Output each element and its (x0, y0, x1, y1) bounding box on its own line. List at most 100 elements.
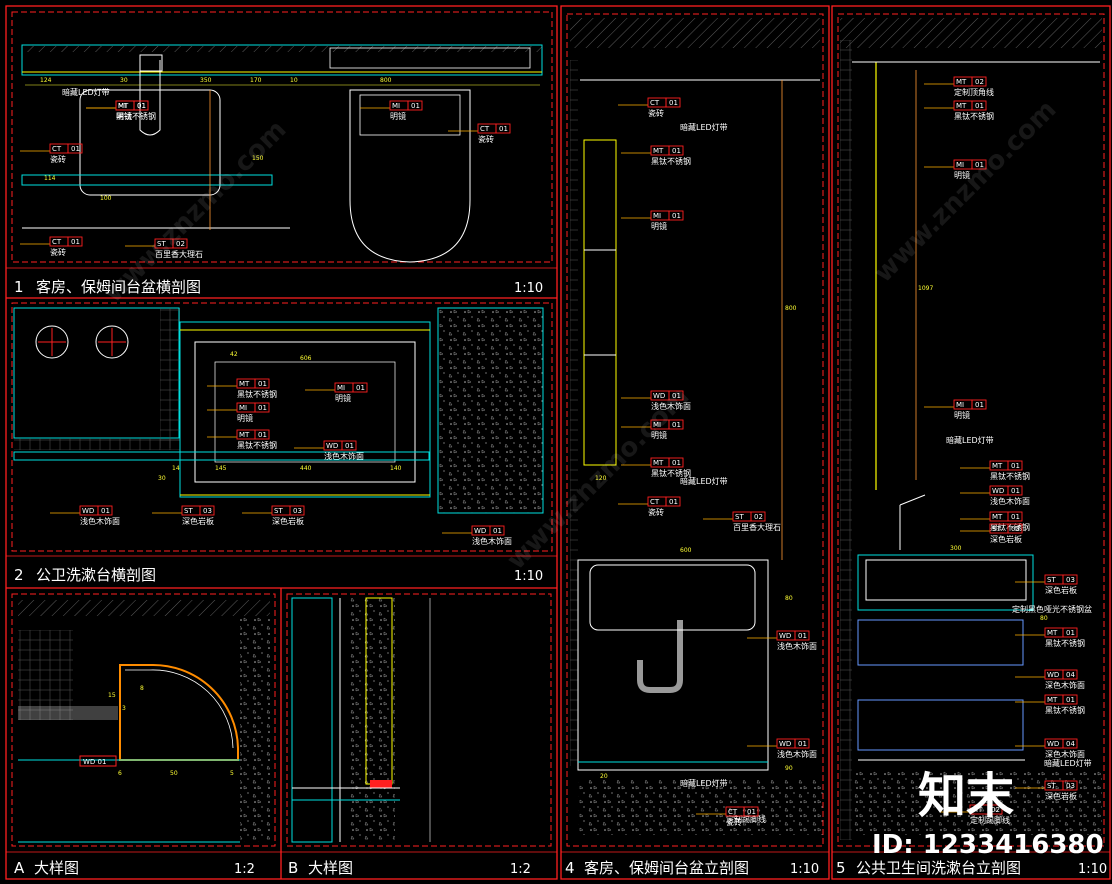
callout-material: 瓷砖 (50, 154, 66, 164)
callout-material: 浅色木饰面 (651, 401, 691, 411)
callout-number: 01 (137, 102, 146, 110)
callout-number: 03 (293, 507, 302, 515)
callout-code: WD (653, 392, 665, 400)
panel-number: 2 (14, 566, 24, 584)
callout-code: ST (735, 513, 744, 521)
callout-number: 03 (203, 507, 212, 515)
panel-4-drawing: 20 800 600 120 80 90 暗藏LED灯带 暗藏LED灯带 暗藏L… (570, 18, 823, 835)
callout-material: 深色木饰面 (1045, 749, 1085, 759)
panel-5-drawing: 1097 300 80 暗藏LED灯带 暗藏LED灯带 定制黑色哑光不锈钢盆 (840, 18, 1102, 840)
callout-code: ST (992, 525, 1001, 533)
panel-title: 公卫洗漱台横剖图 (36, 566, 156, 584)
dim-text: 80 (1040, 615, 1048, 622)
dim-text: 124 (40, 77, 52, 84)
dim-text: 606 (300, 355, 312, 362)
callout-code: MT (1047, 629, 1058, 637)
callout-code: ST (157, 240, 166, 248)
dim-text: 800 (380, 77, 392, 84)
panel-scale: 1:2 (510, 862, 531, 877)
callout-number: 01 (258, 431, 267, 439)
callout-code: MT (992, 462, 1003, 470)
callout-material: 明镜 (651, 430, 667, 440)
callout-material: 浅色木饰面 (777, 641, 817, 651)
callout-material: 黑钛不锈钢 (651, 468, 691, 478)
note-led: 暗藏LED灯带 (680, 778, 728, 788)
callout-number: 01 (672, 212, 681, 220)
callout-code: WD (992, 487, 1004, 495)
callout-material: 浅色木饰面 (324, 451, 364, 461)
callout-code: WD (1047, 671, 1059, 679)
panel-number: 4 (565, 859, 575, 877)
callout-number: 01 (798, 632, 807, 640)
callout-material: 百里香大理石 (155, 249, 203, 259)
callout-code: WD (779, 740, 791, 748)
callout-number: 02 (975, 78, 984, 86)
panel-number: A (14, 859, 25, 877)
callout-material: 百里香大理石 (733, 522, 781, 532)
panel-title: 大样图 (308, 859, 353, 877)
callout-material: 黑钛不锈钢 (990, 471, 1030, 481)
callout-number: 01 (672, 421, 681, 429)
callout-material: 深色岩板 (272, 516, 304, 526)
callout-number: 02 (991, 806, 1000, 814)
callout-number: 04 (1066, 671, 1075, 679)
callout-code: MI (956, 401, 964, 409)
callout-number: 03 (1066, 782, 1075, 790)
dim-text: 14 (172, 465, 180, 472)
watermark-site: www.znzmo.com (868, 95, 1062, 289)
dim-text: 170 (250, 77, 262, 84)
callout-material: 定制踢脚线 (970, 815, 1010, 825)
dim-text: 30 (120, 77, 128, 84)
callout-code: CT (480, 125, 490, 133)
panel-titles: 1 客房、保姆间台盆横剖图 1:10 2 公卫洗漱台横剖图 1:10 A 大样图… (14, 278, 1107, 877)
callout-code: MT (118, 102, 129, 110)
dim-text: 42 (230, 351, 238, 358)
dim-text: 600 (680, 547, 692, 554)
callout-number: 01 (975, 401, 984, 409)
callout-code: MT (992, 513, 1003, 521)
id-label: ID: 1233416380 (872, 830, 1104, 860)
callout-material: 定制顶角线 (954, 87, 994, 97)
callout-code: MT (239, 431, 250, 439)
callout-number: 01 (71, 145, 80, 153)
callout-material: 黑钛不锈钢 (116, 111, 156, 121)
callout-code: ST (1047, 782, 1056, 790)
callout-material: 深色岩板 (990, 534, 1022, 544)
panel-1-title: 1 客房、保姆间台盆横剖图 1:10 (14, 278, 543, 296)
dim-text: 145 (215, 465, 227, 472)
callout-code: MT (956, 78, 967, 86)
callout-material: 深色岩板 (1045, 791, 1077, 801)
callout-material: 黑钛不锈钢 (237, 440, 277, 450)
panel-scale: 1:10 (1078, 862, 1107, 877)
callout-number: 01 (101, 507, 110, 515)
callout-number: 01 (71, 238, 80, 246)
callout-number: 01 (345, 442, 354, 450)
dim-text: 120 (595, 475, 607, 482)
callout-code: MI (118, 102, 126, 110)
callout-code: WD (82, 507, 94, 515)
callout-code: MI (653, 212, 661, 220)
tag-wd-01-detail-a: WD 01 (79, 755, 117, 767)
panel-B-title: B 大样图 1:2 (288, 859, 531, 877)
note-led: 暗藏LED灯带 (62, 87, 110, 97)
